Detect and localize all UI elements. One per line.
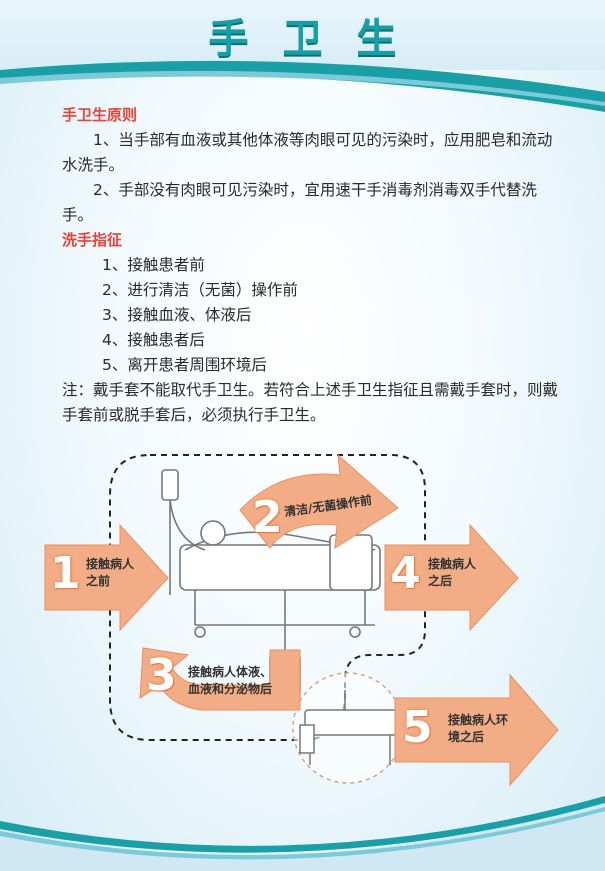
note-text: 注：戴手套不能取代手卫生。若符合上述手卫生指征且需戴手套时，则戴手套前或脱手套后… [62, 381, 559, 424]
top-swoosh [0, 60, 605, 112]
moment-number: 3 [146, 650, 177, 701]
principle-2: 2、手部没有肉眼可见污染时，宜用速干手消毒剂消毒双手代替洗手。 [62, 181, 537, 224]
indication-item: 3、接触血液、体液后 [102, 306, 252, 324]
arrow-5-shape [394, 673, 559, 787]
moment-number: 2 [252, 492, 283, 543]
principle-1: 1、当手部有血液或其他体液等肉眼可见的污染时，应用肥皂和流动水洗手。 [62, 131, 553, 174]
arrow-4-shape [384, 523, 519, 632]
indication-item: 4、接触患者后 [102, 331, 205, 349]
indication-item: 5、离开患者周围环境后 [102, 356, 267, 374]
moment-label: 接触病人之后 [428, 557, 477, 588]
arrow-3-shape [139, 647, 301, 711]
indications-heading: 洗手指征 [62, 231, 123, 249]
moment-number: 1 [50, 548, 81, 599]
arrow-1-shape [44, 523, 169, 632]
moment-label: 接触病人体液、血液和分泌物后 [188, 665, 273, 696]
five-moments-diagram [44, 453, 559, 787]
title-band [0, 0, 605, 70]
bottom-swoosh [0, 796, 605, 871]
moment-number: 5 [402, 702, 433, 753]
page-title: 手卫生 [208, 16, 431, 62]
principles-heading: 手卫生原则 [62, 106, 138, 124]
moment-label: 接触病人之前 [86, 557, 135, 588]
hospital-bed-icon [161, 469, 381, 696]
indication-item: 2、进行清洁（无菌）操作前 [102, 281, 298, 299]
text-content: 手卫生原则 1、当手部有血液或其他体液等肉眼可见的污染时，应用肥皂和流动水洗手。… [62, 103, 562, 428]
moment-label: 接触病人环境之后 [448, 713, 509, 744]
indication-item: 1、接触患者前 [102, 256, 205, 274]
moment-number: 4 [390, 548, 421, 599]
arrow-2-shape [239, 453, 399, 549]
